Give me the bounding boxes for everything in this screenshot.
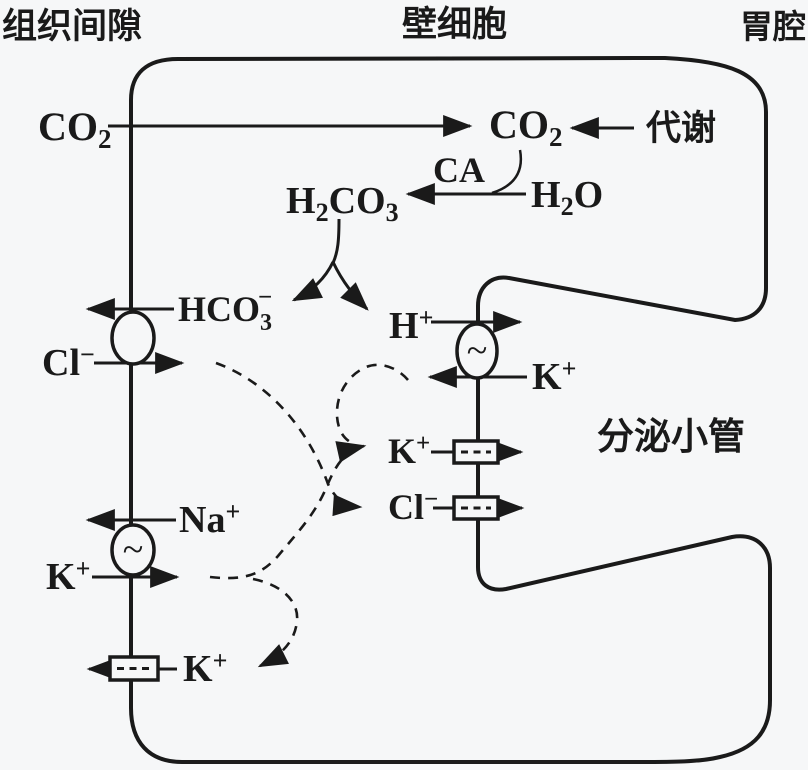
region-gastric-lumen: 胃腔 xyxy=(740,9,806,46)
label-k-apical-channel: K+ xyxy=(388,430,430,471)
label-hco3: HCO3− xyxy=(178,284,272,336)
region-parietal-cell: 壁细胞 xyxy=(402,5,507,44)
k-cytosol-route-up xyxy=(209,441,367,580)
label-na: Na+ xyxy=(179,497,240,541)
label-k-basolateral: K+ xyxy=(46,554,90,598)
co2-to-reaction-curve xyxy=(491,149,523,195)
h2co3-split-stem xyxy=(331,218,341,264)
label-k-bottom-channel: K+ xyxy=(183,646,227,690)
h2co3-to-hco3-arrow xyxy=(291,261,335,302)
label-cl-basolateral: Cl− xyxy=(42,340,95,384)
k-cytosol-route-down xyxy=(252,577,299,668)
cl-cytosol-route xyxy=(215,361,363,517)
cell-membrane-outline xyxy=(129,55,772,764)
h2co3-to-h-arrow xyxy=(331,261,369,311)
label-co2-inside: CO2 xyxy=(489,102,563,152)
h-k-pump xyxy=(455,322,499,380)
label-metabolism: 代谢 xyxy=(645,109,716,148)
na-k-pump-symbol: ~ xyxy=(123,529,144,571)
label-h2co3: H2CO3 xyxy=(286,180,399,227)
label-co2-outside: CO2 xyxy=(38,104,112,154)
na-k-pump xyxy=(110,523,156,577)
k-recycle-loop xyxy=(335,363,409,445)
label-k-apical-pump: K+ xyxy=(532,354,576,398)
label-carbonic-anhydrase: CA xyxy=(433,150,485,190)
label-h2o: H2O xyxy=(531,174,603,221)
label-cl-apical-channel: Cl− xyxy=(388,486,438,527)
region-secretory-canaliculus: 分泌小管 xyxy=(597,416,745,458)
region-interstitium: 组织间隙 xyxy=(2,7,142,46)
label-h-ion: H+ xyxy=(389,303,433,347)
cl-hco3-exchanger xyxy=(110,310,156,366)
h-k-pump-symbol: ~ xyxy=(467,330,488,372)
